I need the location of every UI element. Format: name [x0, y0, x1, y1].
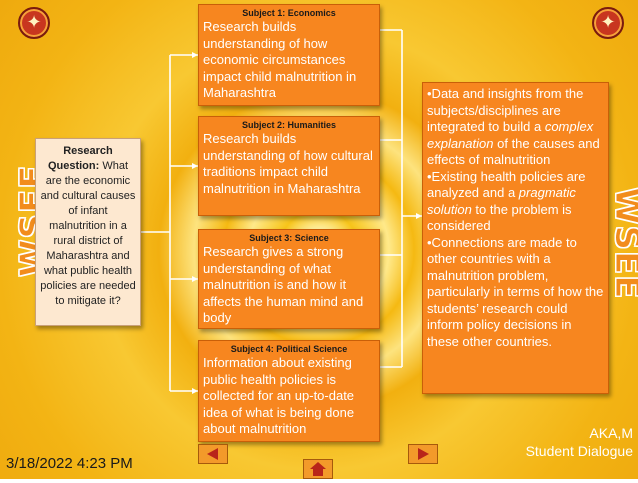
triangle-left-icon: [207, 448, 218, 460]
next-slide-button[interactable]: [408, 444, 438, 464]
summary-bullet-3: •Connections are made to other countries…: [427, 234, 604, 349]
research-question-box: Research Question: What are the economic…: [35, 138, 141, 326]
slide-credit: AKA,M Student Dialogue: [473, 424, 633, 460]
subject-box-political-science: Subject 4: Political Science Information…: [198, 340, 380, 442]
subject-body: Research builds understanding of how eco…: [203, 19, 357, 100]
research-question-text: What are the economic and cultural cause…: [40, 160, 136, 307]
previous-slide-button[interactable]: [198, 444, 228, 464]
subject-body: Research builds understanding of how cul…: [203, 131, 373, 196]
summary-bullet-1: •Data and insights from the subjects/dis…: [427, 86, 600, 167]
subject-header: Subject 4: Political Science: [230, 344, 348, 354]
subject-header: Subject 1: Economics: [242, 8, 336, 18]
wsee-watermark-right: WSEE: [607, 187, 638, 300]
subject-body: Research gives a strong understanding of…: [203, 244, 364, 325]
credit-title: Student Dialogue: [525, 443, 633, 459]
summary-bullet-2: •Existing health policies are analyzed a…: [427, 168, 586, 234]
integration-summary-box: •Data and insights from the subjects/dis…: [422, 82, 609, 394]
compass-star-icon[interactable]: ✦: [592, 7, 624, 39]
research-question-label: Research Question:: [47, 145, 113, 172]
subject-box-science: Subject 3: Science Research gives a stro…: [198, 229, 380, 329]
credit-author: AKA,M: [589, 425, 633, 441]
home-button[interactable]: [303, 459, 333, 479]
compass-star-icon[interactable]: ✦: [18, 7, 50, 39]
subject-body: Information about existing public health…: [203, 355, 355, 436]
triangle-right-icon: [418, 448, 429, 460]
subject-header: Subject 2: Humanities: [241, 120, 337, 130]
subject-box-economics: Subject 1: Economics Research builds und…: [198, 4, 380, 106]
subject-header: Subject 3: Science: [249, 233, 329, 243]
slide-date: 3/18/2022 4:23 PM: [6, 455, 133, 472]
home-icon: [310, 462, 326, 476]
subject-box-humanities: Subject 2: Humanities Research builds un…: [198, 116, 380, 216]
